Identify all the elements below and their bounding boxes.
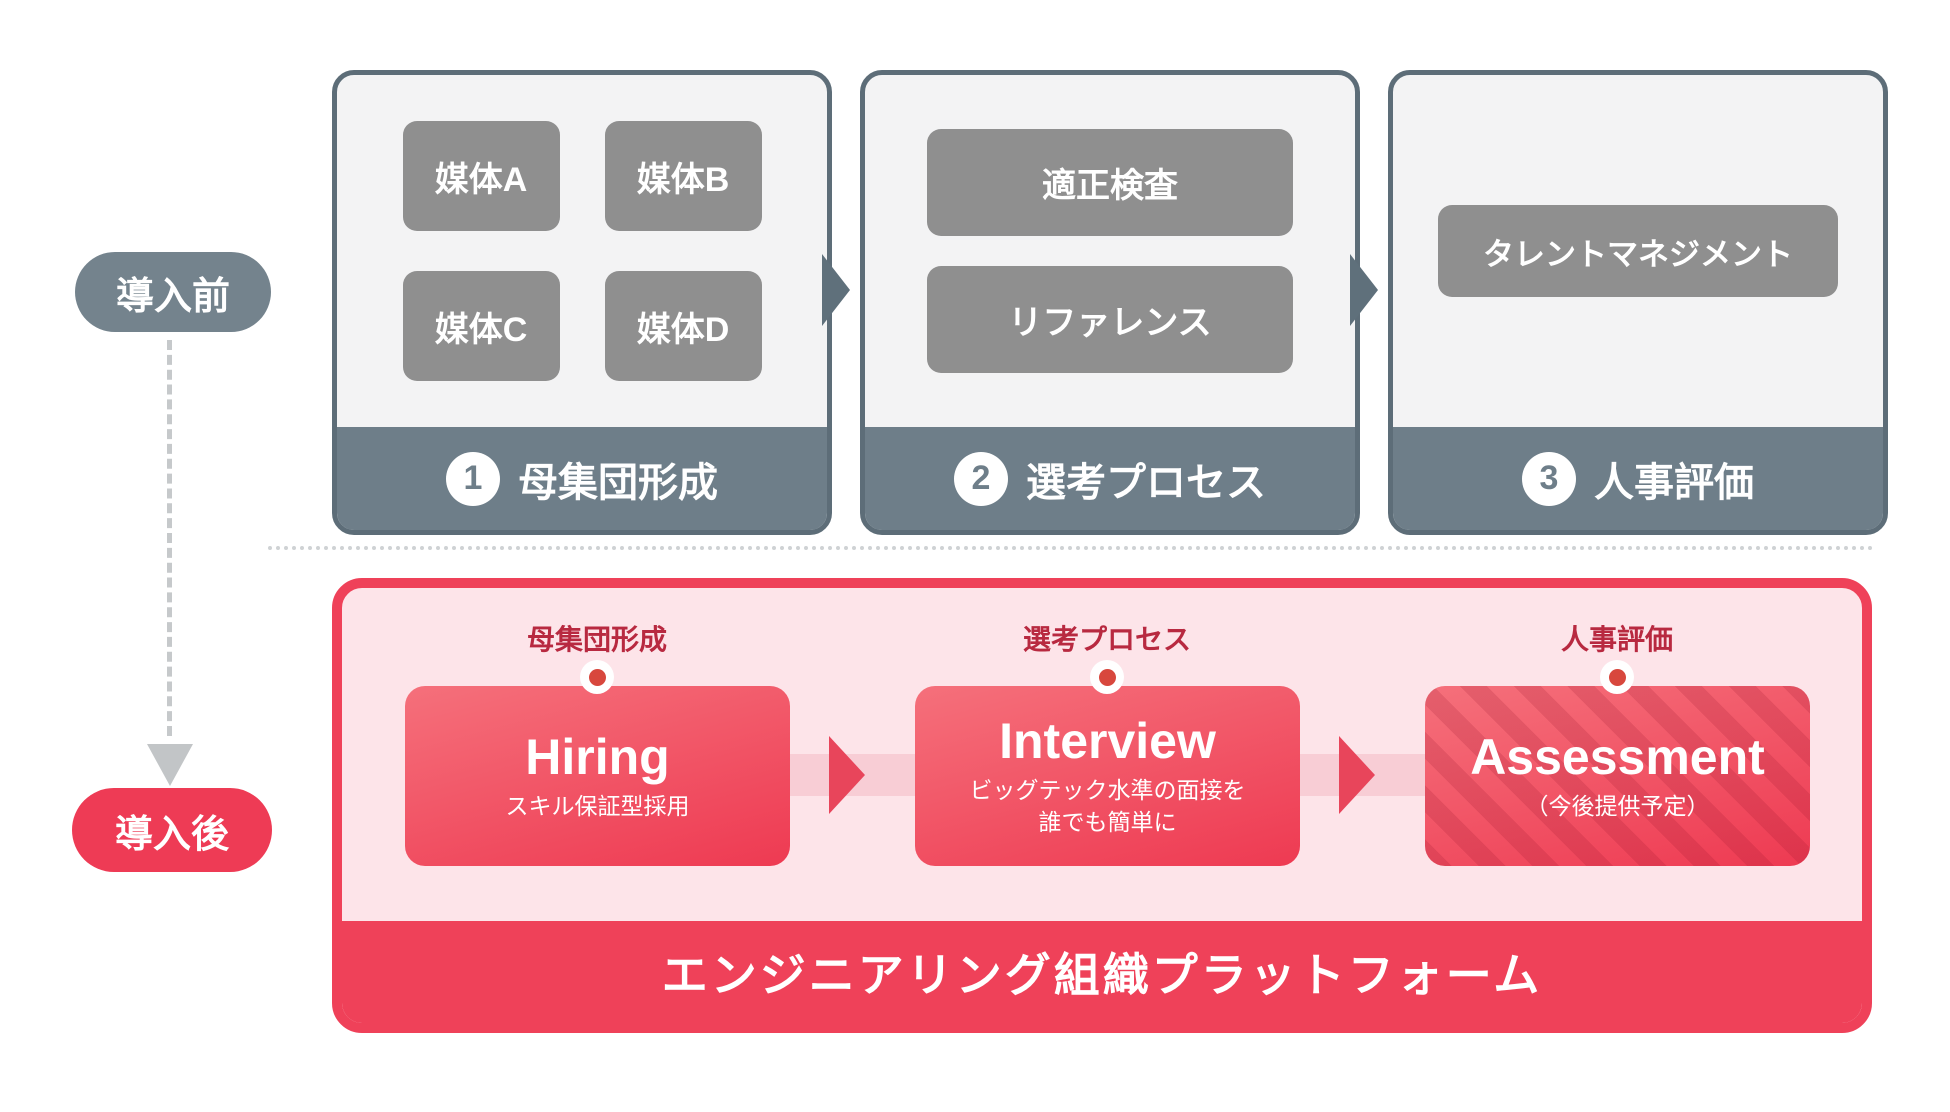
after-badge-label: 導入後 <box>114 813 229 856</box>
step-number-1: 1 <box>446 451 500 506</box>
down-arrow-icon <box>147 744 193 786</box>
product-subtitle-interview: ビッグテック水準の面接を 誰でも簡単に <box>969 777 1246 835</box>
product-subtitle-hiring: スキル保証型採用 <box>505 792 690 819</box>
card-hr-evaluation-footer: 3 人事評価 <box>1393 427 1883 530</box>
card-selection-process: 適正検査 リファレンス 2 選考プロセス <box>860 70 1360 535</box>
card-hr-evaluation: タレントマネジメント 3 人事評価 <box>1388 70 1888 535</box>
media-chip-grid: 媒体A 媒体B 媒体C 媒体D <box>402 121 762 381</box>
product-box-interview: Interview ビッグテック水準の面接を 誰でも簡単に <box>915 686 1300 866</box>
right-arrow-icon <box>829 736 865 814</box>
product-title-hiring: Hiring <box>525 728 670 785</box>
chip-media-b: 媒体B <box>604 121 762 231</box>
section-divider <box>268 546 1874 550</box>
platform-container: 母集団形成 選考プロセス 人事評価 Hiring スキル保証型採用 Interv… <box>332 578 1872 1033</box>
right-arrow-icon <box>822 254 850 326</box>
step-marker-icon <box>1600 660 1634 694</box>
card-pool-building-footer: 1 母集団形成 <box>337 427 827 530</box>
card-hr-evaluation-title: 人事評価 <box>1594 460 1754 505</box>
step-marker-icon <box>580 660 614 694</box>
card-pool-building-title: 母集団形成 <box>518 460 718 505</box>
step-marker-dot <box>1098 668 1116 686</box>
step-marker-dot <box>1608 668 1626 686</box>
chip-reference: リファレンス <box>927 266 1293 373</box>
step-number-2: 2 <box>954 451 1008 506</box>
product-title-assessment: Assessment <box>1470 728 1765 785</box>
step-label-selection-process: 選考プロセス <box>1022 624 1191 655</box>
chip-media-d: 媒体D <box>604 271 762 381</box>
chip-talent-management: タレントマネジメント <box>1438 205 1838 297</box>
right-arrow-icon <box>1350 254 1378 326</box>
step-label-pool-building: 母集団形成 <box>526 624 667 655</box>
selection-chip-stack: 適正検査 リファレンス <box>927 129 1293 373</box>
card-selection-process-footer: 2 選考プロセス <box>865 427 1355 530</box>
product-box-assessment: Assessment （今後提供予定） <box>1425 686 1810 866</box>
before-badge: 導入前 <box>75 252 271 332</box>
before-after-dashed-connector <box>167 340 172 736</box>
product-box-hiring: Hiring スキル保証型採用 <box>405 686 790 866</box>
step-label-hr-evaluation: 人事評価 <box>1560 624 1673 655</box>
step-number-3: 3 <box>1522 451 1576 506</box>
platform-bar: エンジニアリング組織プラットフォーム <box>342 921 1862 1023</box>
product-subtitle-assessment: （今後提供予定） <box>1525 792 1710 819</box>
card-selection-process-body: 適正検査 リファレンス <box>865 75 1355 427</box>
chip-aptitude-test: 適正検査 <box>927 129 1293 236</box>
platform-bar-title: エンジニアリング組織プラットフォーム <box>661 949 1543 1001</box>
right-arrow-icon <box>1339 736 1375 814</box>
card-pool-building: 媒体A 媒体B 媒体C 媒体D 1 母集団形成 <box>332 70 832 535</box>
card-pool-building-body: 媒体A 媒体B 媒体C 媒体D <box>337 75 827 427</box>
step-marker-icon <box>1090 660 1124 694</box>
before-badge-label: 導入前 <box>115 275 230 318</box>
card-hr-evaluation-body: タレントマネジメント <box>1393 75 1883 427</box>
after-badge: 導入後 <box>72 788 272 872</box>
product-title-interview: Interview <box>999 713 1216 770</box>
card-selection-process-title: 選考プロセス <box>1026 460 1266 505</box>
step-marker-dot <box>588 668 606 686</box>
chip-media-a: 媒体A <box>402 121 560 231</box>
chip-media-c: 媒体C <box>402 271 560 381</box>
